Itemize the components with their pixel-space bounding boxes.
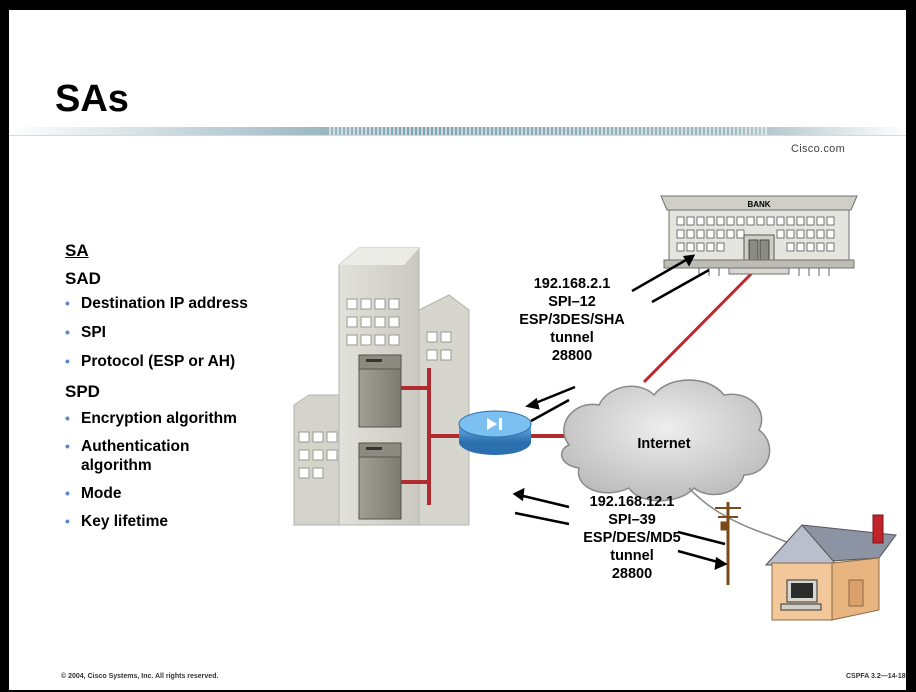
svg-text:192.168.12.1: 192.168.12.1: [590, 494, 675, 510]
internet-cloud-icon: Internet: [560, 379, 771, 502]
bullet-icon: •: [65, 513, 70, 529]
spd-heading: SPD: [65, 382, 100, 401]
slide: SAs Cisco.com SA SAD •Destination IP add…: [9, 10, 906, 690]
bank-link-line: [642, 266, 759, 384]
svg-text:tunnel: tunnel: [550, 330, 594, 346]
svg-text:ESP/3DES/SHA: ESP/3DES/SHA: [519, 312, 625, 328]
bank-building-icon: BANK: [660, 195, 858, 276]
svg-text:tunnel: tunnel: [610, 548, 654, 564]
sa-flow-arrows: [512, 254, 728, 571]
list-item: •Protocol (ESP or AH): [65, 353, 236, 370]
svg-text:192.168.2.1: 192.168.2.1: [534, 276, 611, 292]
list-item: •Encryption algorithm: [65, 410, 237, 427]
svg-text:ESP/DES/MD5: ESP/DES/MD5: [583, 530, 681, 546]
home-pc-icon: [764, 514, 897, 621]
list-item: •Authentication algorithm: [65, 438, 190, 474]
list-item: •Key lifetime: [65, 513, 169, 530]
sa-label-top: 192.168.2.1 SPI–12 ESP/3DES/SHA tunnel 2…: [519, 276, 625, 364]
svg-text:28800: 28800: [552, 348, 592, 364]
sa-label-bottom: 192.168.12.1 SPI–39 ESP/DES/MD5 tunnel 2…: [583, 494, 681, 582]
slide-title: SAs: [55, 78, 129, 120]
bank-sign: BANK: [747, 200, 770, 209]
utility-pole-icon: [715, 502, 741, 585]
bullet-icon: •: [65, 410, 70, 426]
sa-definition-list: SA SAD •Destination IP address •SPI •Pro…: [65, 238, 261, 540]
svg-text:SPI–39: SPI–39: [608, 512, 656, 528]
sa-heading: SA: [65, 241, 89, 260]
bullet-icon: •: [65, 485, 70, 501]
cisco-brand-label: Cisco.com: [791, 143, 846, 155]
house-link-line: [688, 487, 795, 546]
svg-text:SPI–12: SPI–12: [548, 294, 596, 310]
bullet-icon: •: [65, 324, 70, 340]
title-banner: [9, 127, 906, 136]
bullet-icon: •: [65, 295, 70, 311]
svg-text:28800: 28800: [612, 566, 652, 582]
list-item: •Destination IP address: [65, 295, 248, 312]
bullet-icon: •: [65, 353, 70, 369]
list-item: •Mode: [65, 485, 122, 502]
network-diagram: Internet BANK: [293, 195, 897, 621]
router-icon: [458, 410, 532, 455]
slide-number-footer: CSPFA 3.2—14-18: [846, 673, 906, 680]
cloud-label: Internet: [637, 436, 690, 452]
office-building-icon: [293, 247, 569, 526]
bullet-icon: •: [65, 438, 70, 454]
list-item: •SPI: [65, 324, 106, 341]
copyright-footer: © 2004, Cisco Systems, Inc. All rights r…: [61, 673, 219, 680]
sad-heading: SAD: [65, 269, 101, 288]
